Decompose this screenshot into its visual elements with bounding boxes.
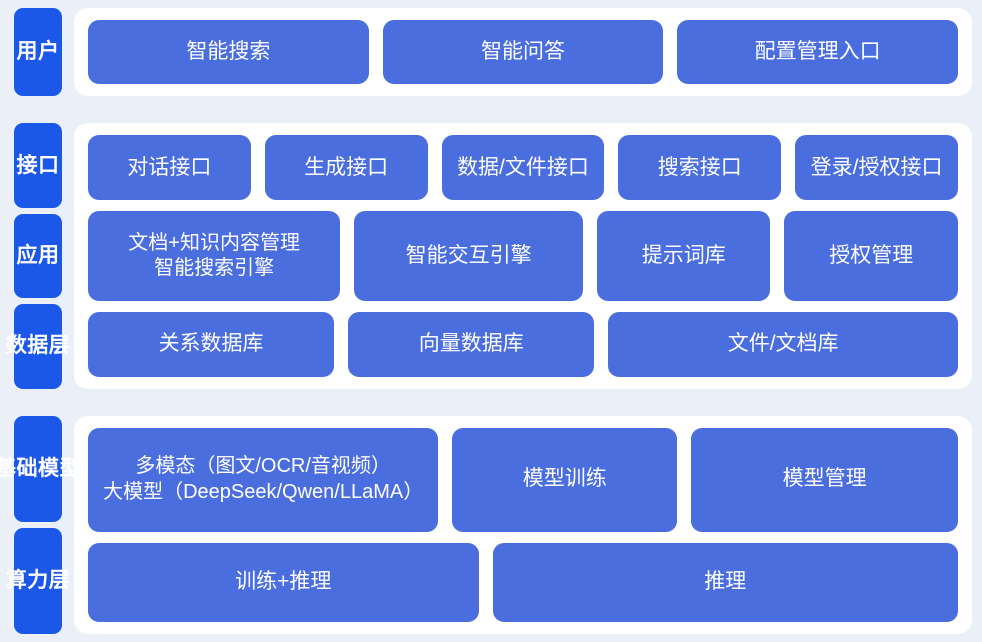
cell-model-training[interactable]: 模型训练 [452,427,678,532]
section-user-tabs: 用 户 [14,8,62,97]
layer-tab-user[interactable]: 用 户 [14,8,62,97]
layer-tab-application[interactable]: 应 用 [14,213,62,299]
layer-tab-data-char-1: 据 [27,334,49,358]
cell-doc-knowledge-management[interactable]: 文档+知识内容管理 智能搜索引擎 [88,211,341,301]
cell-relational-database[interactable]: 关系数据库 [88,311,335,377]
layer-tab-foundation-model-char-2: 模 [38,456,60,480]
section-base: 基 础 模 型 算 力 层 多模态（图文/OCR/音视频） 大模型（DeepSe… [0,415,972,634]
cell-login-auth-api[interactable]: 登录/授权接口 [795,135,958,201]
cell-smart-interaction-engine[interactable]: 智能交互引擎 [354,211,583,301]
cell-prompt-library[interactable]: 提示词库 [596,211,771,301]
section-user-panel: 智能搜索 智能问答 配置管理入口 [74,8,972,97]
layer-tab-interface[interactable]: 接 口 [14,123,62,208]
cell-vector-database[interactable]: 向量数据库 [348,311,595,377]
layer-tab-compute-char-0: 算 [5,568,28,592]
layer-tab-compute-char-2: 层 [48,568,71,592]
cell-inference[interactable]: 推理 [492,542,958,622]
cell-search-api[interactable]: 搜索接口 [618,135,782,201]
section-base-tabs: 基 础 模 型 算 力 层 [0,415,81,634]
cell-dialog-api[interactable]: 对话接口 [88,135,251,201]
cell-model-management[interactable]: 模型管理 [691,427,958,532]
layer-tab-application-char-1: 用 [38,244,60,267]
layer-tab-data-char-0: 数 [5,334,28,358]
cell-data-file-api[interactable]: 数据/文件接口 [441,135,605,201]
layer-tab-interface-char-1: 口 [38,153,60,177]
cell-file-document-store[interactable]: 文件/文档库 [608,311,958,377]
layer-tab-data-char-2: 层 [48,334,71,358]
section-platform-panel: 对话接口 生成接口 数据/文件接口 搜索接口 登录/授权接口 文档+知识内容管理… [74,123,972,389]
cell-multimodal-large-model[interactable]: 多模态（图文/OCR/音视频） 大模型（DeepSeek/Qwen/LLaMA） [88,427,439,532]
cell-generation-api[interactable]: 生成接口 [264,135,428,201]
layer-tab-interface-char-0: 接 [16,153,38,177]
layer-tab-foundation-model-char-3: 型 [59,456,81,480]
cell-training-and-inference[interactable]: 训练+推理 [88,542,479,622]
section-base-row-compute: 训练+推理 推理 [88,542,958,622]
section-base-row-models: 多模态（图文/OCR/音视频） 大模型（DeepSeek/Qwen/LLaMA）… [88,427,958,532]
section-base-panel: 多模态（图文/OCR/音视频） 大模型（DeepSeek/Qwen/LLaMA）… [74,415,972,634]
layer-tab-compute[interactable]: 算 力 层 [6,527,70,634]
section-user-row-0: 智能搜索 智能问答 配置管理入口 [88,20,959,85]
section-user: 用 户 智能搜索 智能问答 配置管理入口 [14,8,972,97]
layer-tab-foundation-model-char-1: 础 [16,456,38,480]
cell-smart-qa[interactable]: 智能问答 [382,20,664,85]
layer-tab-data[interactable]: 数 据 层 [6,304,70,389]
section-platform-row-data: 关系数据库 向量数据库 文件/文档库 [88,311,958,377]
layer-tab-compute-char-1: 力 [27,568,49,592]
cell-config-management-entry[interactable]: 配置管理入口 [677,20,959,85]
section-platform-row-interface: 对话接口 生成接口 数据/文件接口 搜索接口 登录/授权接口 [88,135,958,201]
cell-smart-search[interactable]: 智能搜索 [88,20,369,85]
layer-tab-user-char-0: 用 [16,40,38,64]
section-platform-row-application: 文档+知识内容管理 智能搜索引擎 智能交互引擎 提示词库 授权管理 [88,211,958,301]
layer-tab-foundation-model[interactable]: 基 础 模 型 [0,415,81,522]
layer-tab-user-char-1: 户 [38,40,60,64]
layer-tab-foundation-model-char-0: 基 [0,456,17,480]
cell-authorization-management[interactable]: 授权管理 [784,211,958,301]
section-platform: 接 口 应 用 数 据 层 对话接口 生成接口 数据/文件接口 搜索接口 登录/… [6,123,972,389]
layer-tab-application-char-0: 应 [16,244,38,267]
section-platform-tabs: 接 口 应 用 数 据 层 [6,123,70,389]
